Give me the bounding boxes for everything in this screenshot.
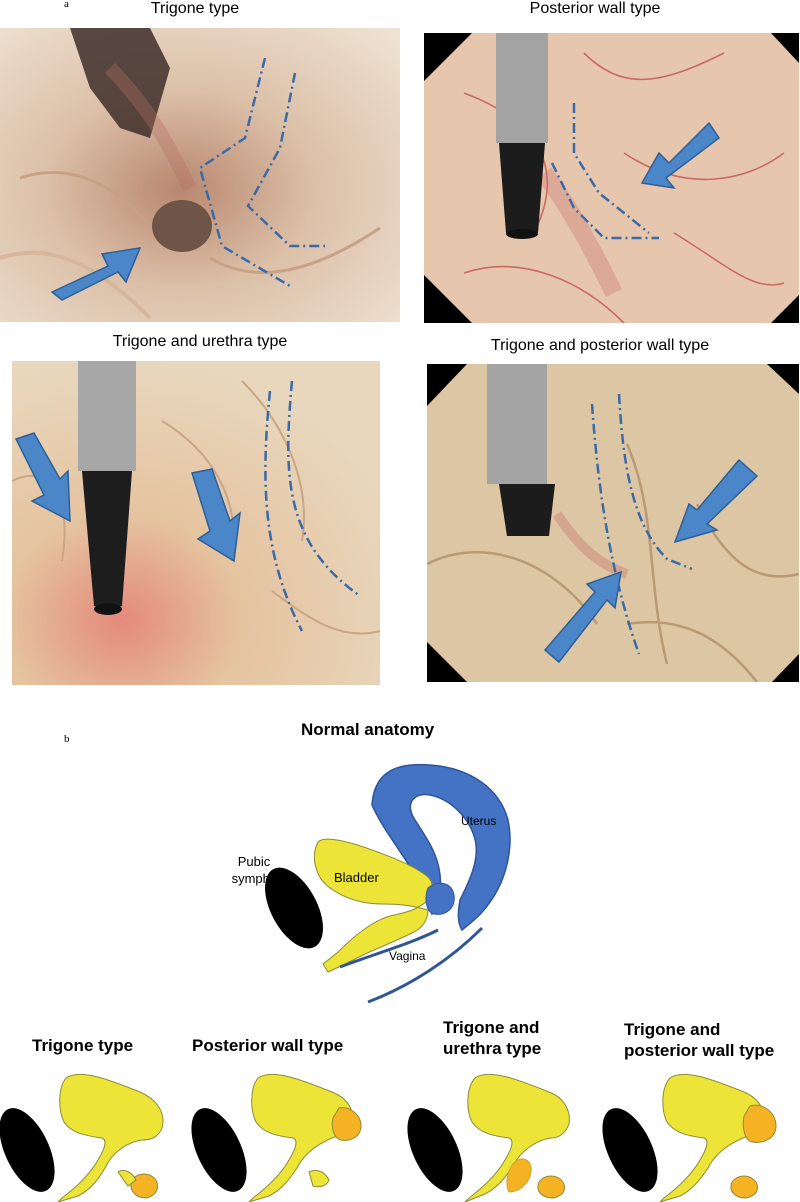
cervix xyxy=(425,882,455,915)
bladder-shape xyxy=(464,1073,570,1202)
type-title-line1: Trigone and xyxy=(443,1018,540,1037)
pubic-symphysis-shape xyxy=(191,1108,247,1192)
type-title-line2: urethra type xyxy=(443,1039,542,1058)
normal-anatomy-title: Normal anatomy xyxy=(301,720,435,739)
posterior-wall-type-diagram xyxy=(191,1073,362,1202)
cystoscopy-image-trigone-urethra xyxy=(12,361,380,685)
panel-b-letter: b xyxy=(64,733,70,745)
type-title-line1: Posterior wall type xyxy=(192,1036,344,1055)
cystoscopy-image-trigone xyxy=(0,28,400,322)
pubic-symphysis-shape xyxy=(265,867,323,949)
type-title-line1: Trigone and xyxy=(624,1020,721,1039)
image-title-posterior-wall: Posterior wall type xyxy=(529,0,661,17)
type-title-line1: Trigone type xyxy=(32,1036,134,1055)
pubic-label-line1: Pubic xyxy=(237,854,271,869)
cystoscopy-image-posterior-wall xyxy=(424,33,799,323)
bladder-shape xyxy=(248,1073,354,1202)
pubic-symphysis-label: Pubic symphy xyxy=(228,853,280,887)
type-title-trigone-posterior-wall: Trigone and posterior wall type xyxy=(624,1019,774,1061)
pubic-symphysis-shape xyxy=(602,1108,658,1192)
trigone-urethra-type-diagram xyxy=(407,1073,570,1202)
bladder-neck xyxy=(117,1169,137,1187)
trigone-posterior-wall-type-diagram xyxy=(602,1073,777,1202)
bladder-label: Bladder xyxy=(334,870,379,885)
panel-a-letter: a xyxy=(64,0,69,10)
normal-anatomy-diagram xyxy=(265,763,511,1004)
pubic-symphysis-shape xyxy=(0,1108,55,1192)
trigone-highlight xyxy=(537,1175,566,1199)
cystoscopy-image-trigone-posterior-wall xyxy=(427,364,799,682)
trigone-highlight xyxy=(730,1175,759,1199)
bladder-shape xyxy=(659,1073,765,1202)
type-title-trigone-urethra: Trigone and urethra type xyxy=(443,1017,541,1059)
urethra-highlight xyxy=(506,1158,532,1193)
image-title-trigone: Trigone type xyxy=(150,0,240,17)
type-title-line2: posterior wall type xyxy=(624,1041,775,1060)
bladder-shape xyxy=(57,1073,164,1202)
uterus-shape xyxy=(371,763,511,932)
type-title-trigone: Trigone type xyxy=(32,1035,133,1056)
uterus-label: Uterus xyxy=(461,814,497,828)
trigone-highlight xyxy=(130,1173,159,1199)
image-title-trigone-urethra: Trigone and urethra type xyxy=(112,333,288,350)
bladder-neck xyxy=(308,1169,330,1188)
posterior-wall-highlight xyxy=(742,1104,777,1143)
vagina-label: Vagina xyxy=(389,949,426,963)
image-title-trigone-posterior-wall: Trigone and posterior wall type xyxy=(490,337,710,354)
pubic-symphysis-shape xyxy=(407,1108,463,1192)
posterior-wall-highlight xyxy=(331,1107,362,1141)
vagina-line-lower xyxy=(367,926,484,1004)
type-title-posterior-wall: Posterior wall type xyxy=(192,1035,343,1056)
vagina-line-upper xyxy=(339,928,439,969)
pubic-label-line2: symphy xyxy=(231,871,277,886)
trigone-type-diagram xyxy=(0,1073,164,1202)
